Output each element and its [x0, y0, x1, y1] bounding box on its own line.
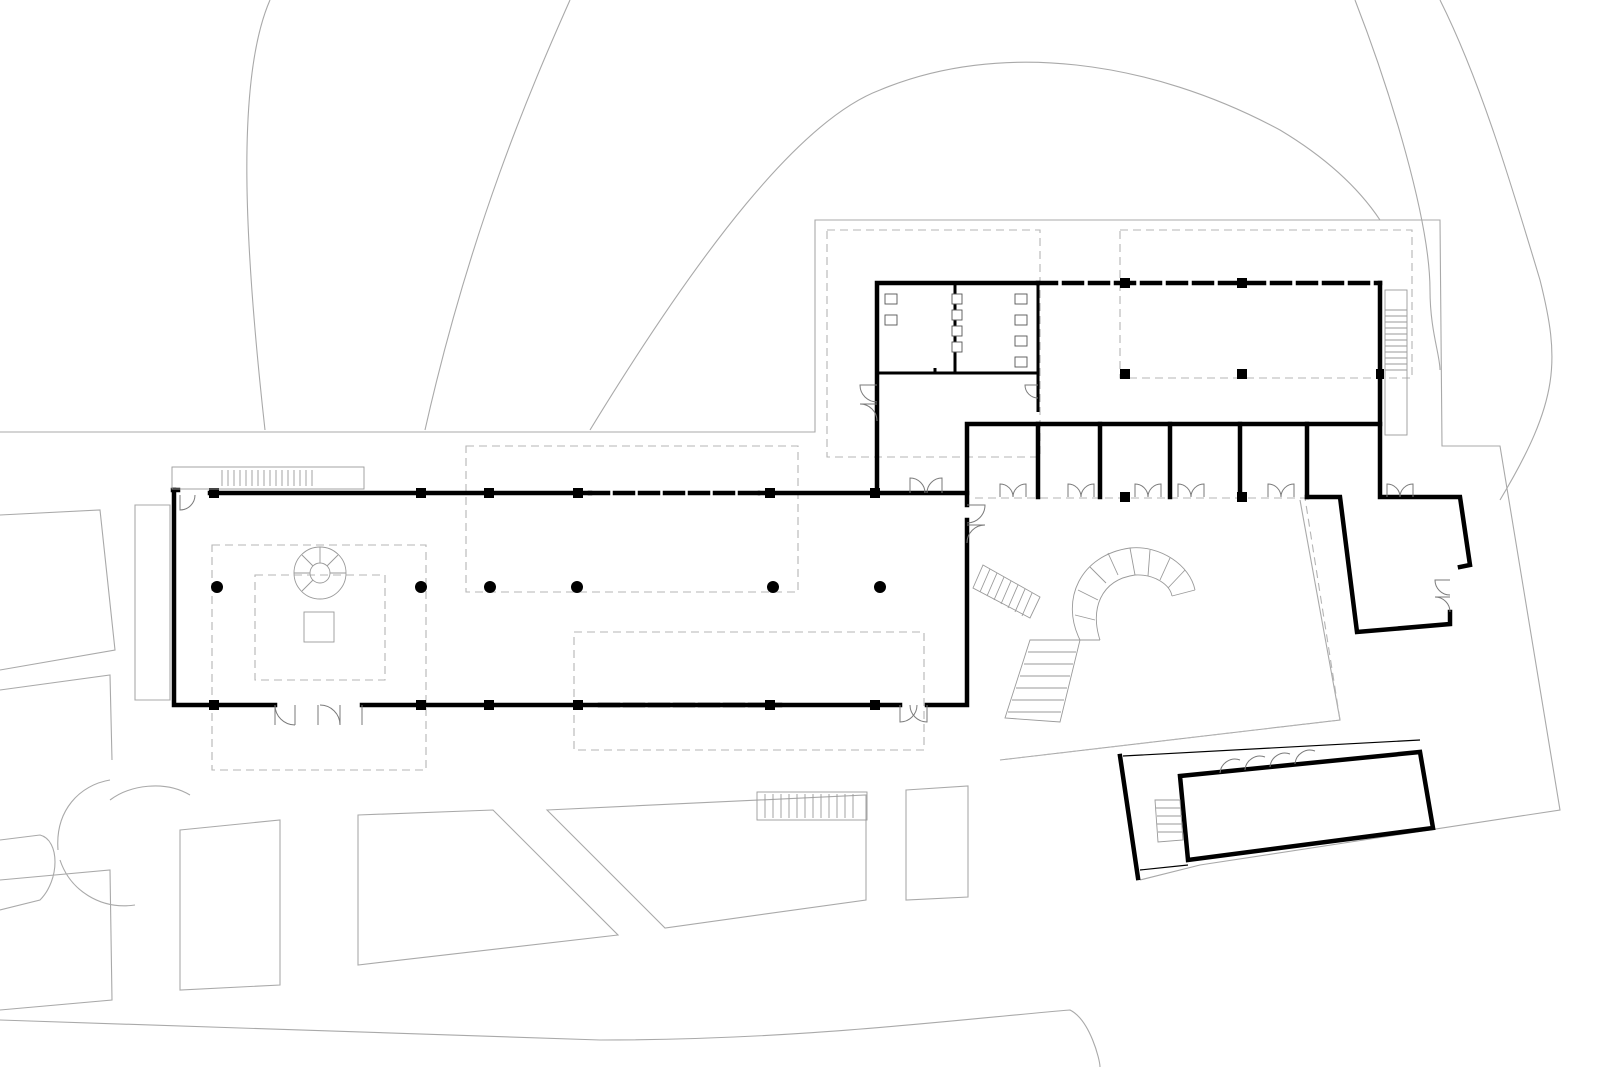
pavilion-stair — [1154, 799, 1184, 843]
overlay-west-lower — [211, 544, 427, 771]
site-context — [0, 0, 1561, 1067]
roundabout — [57, 779, 191, 907]
overlay-west-inner — [254, 574, 386, 681]
main-hall-wall-south-east — [924, 517, 970, 708]
road-curve-right-outer — [1439, 0, 1553, 501]
pavilion-canopy — [1122, 739, 1421, 871]
parking-strip-left — [0, 509, 116, 671]
dashed-overlays — [211, 229, 1413, 771]
overlay-north-hall — [465, 445, 799, 593]
main-hall-doors — [179, 494, 986, 726]
north-wing-doors — [859, 384, 1451, 613]
main-hall-wall-north-east — [757, 490, 970, 508]
block-middle — [545, 794, 867, 929]
north-wing — [859, 278, 1473, 635]
pavilion-doors — [1219, 749, 1316, 774]
curved-stair-inner — [1095, 574, 1173, 641]
road-curve-center — [424, 0, 571, 431]
pavilion-box — [1177, 749, 1436, 863]
main-hall-round-columns — [211, 581, 886, 593]
block-small — [905, 785, 969, 901]
wc-fixtures — [884, 293, 1028, 368]
overlay-north-wing-right — [1119, 229, 1413, 379]
path-lower-2 — [0, 869, 113, 1011]
overlay-north-wing-left — [826, 229, 1041, 458]
north-wing-east-wall — [1377, 280, 1473, 570]
curb-left — [0, 834, 56, 911]
main-hall-pilasters — [209, 488, 880, 710]
north-wing-west-wall — [874, 280, 1041, 496]
overlay-courtyard — [975, 497, 1341, 761]
hill-outline — [589, 61, 1381, 431]
forecourt-edge — [0, 674, 113, 761]
east-exterior-stair — [1384, 289, 1408, 436]
curved-stair-outer — [1071, 547, 1196, 641]
road-curve-right-inner — [1354, 0, 1441, 371]
corridor-wall — [964, 421, 1383, 496]
overlay-south-hall — [573, 631, 925, 751]
courtyard-stairs — [972, 547, 1196, 723]
main-hall-wall-west — [171, 487, 278, 708]
block-middle-left — [357, 809, 620, 966]
display-plinth — [303, 611, 335, 643]
road-curve-left — [246, 0, 271, 431]
straight-stair-flight — [972, 564, 1041, 619]
pavilion-back-wall — [1117, 753, 1141, 881]
path-lower — [0, 1009, 1101, 1067]
west-entrance-stair — [171, 466, 365, 490]
curved-stair-treads — [1074, 547, 1196, 641]
site-boundary — [0, 219, 1561, 881]
block-left — [179, 819, 281, 991]
annex-wall — [1304, 494, 1453, 635]
street-stair — [756, 791, 868, 821]
south-pavilion — [1117, 739, 1436, 881]
main-hall — [170, 466, 986, 726]
forecourt-left — [134, 504, 171, 701]
cell-partitions — [1035, 421, 1310, 500]
spiral-stair — [293, 546, 347, 600]
lower-stair-flight — [1004, 639, 1081, 723]
wet-room-partition — [877, 283, 1040, 412]
north-wing-columns — [1120, 278, 1384, 502]
